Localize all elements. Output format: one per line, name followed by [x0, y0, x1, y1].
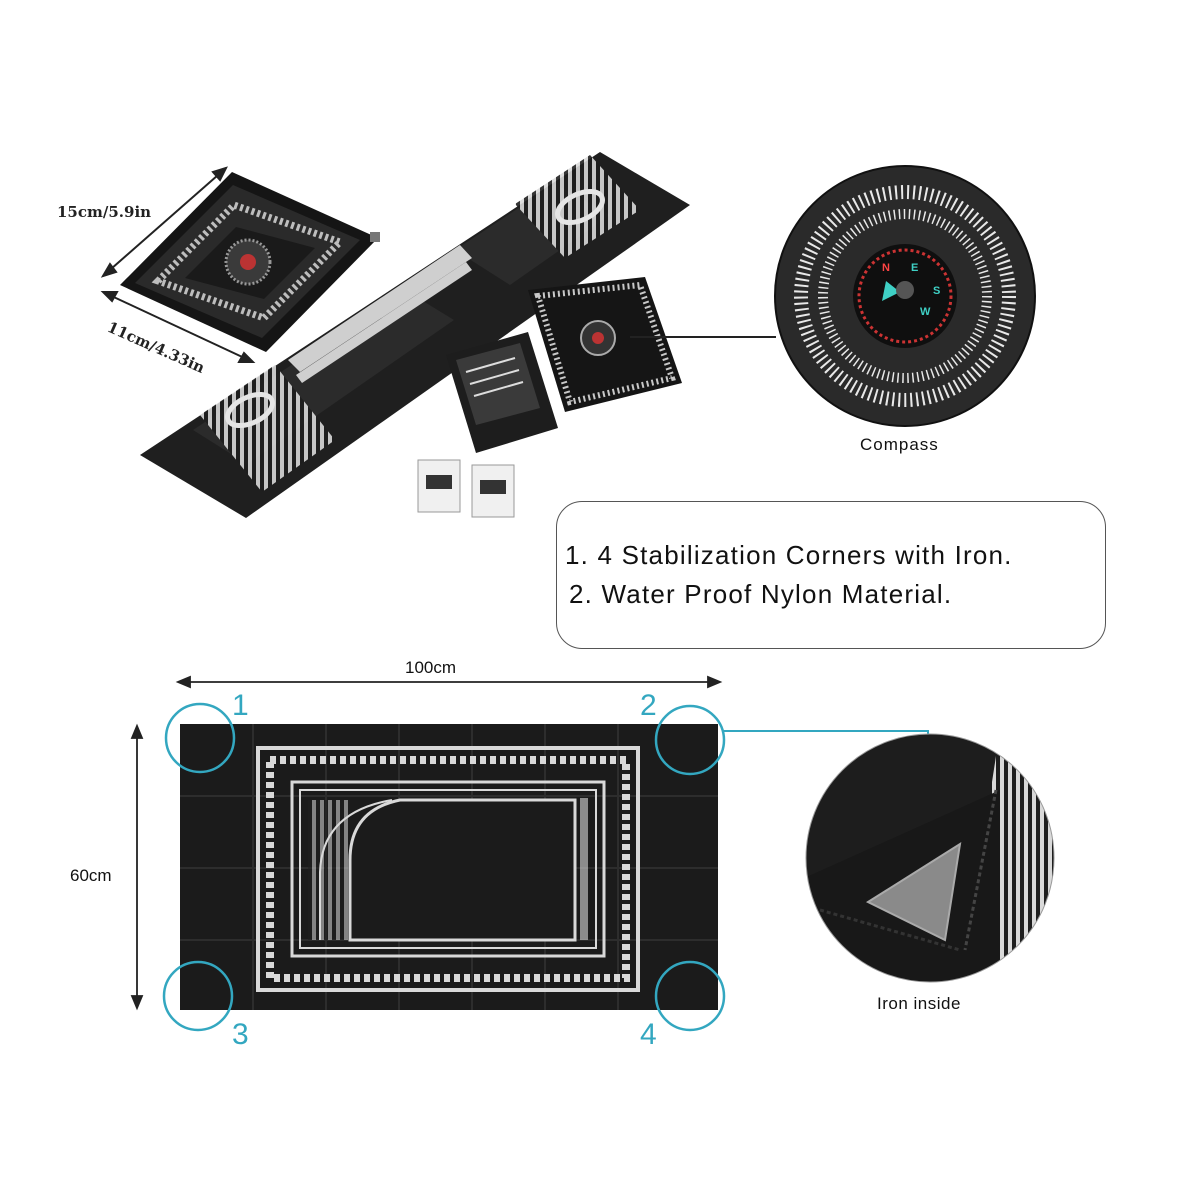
feature-item-1: 1. 4 Stabilization Corners with Iron.: [565, 540, 1013, 570]
pouch-dimension-arrows: [100, 166, 256, 363]
compass-east-letter: E: [911, 262, 919, 274]
folded-pouch: [120, 172, 380, 352]
mat-width-arrow: [175, 675, 723, 689]
mat-width-label: 100cm: [405, 658, 457, 677]
feature-item-2: 2. Water Proof Nylon Material.: [569, 579, 953, 609]
mat-height-label: 60cm: [70, 866, 112, 885]
compass-south-letter: S: [933, 285, 941, 297]
corner-label-2: 2: [640, 689, 657, 722]
iron-zoom-border: [805, 733, 1055, 983]
iron-zoom: [806, 734, 1054, 982]
mat-height-arrow: [130, 723, 144, 1011]
mini-cards: [417, 459, 515, 518]
corner-label-1: 1: [232, 689, 249, 722]
features-box: 1. 4 Stabilization Corners with Iron. 2.…: [556, 501, 1106, 649]
corner-label-4: 4: [640, 1018, 657, 1051]
corner-label-3: 3: [232, 1018, 249, 1051]
corner-circles: [162, 702, 726, 1032]
iron-caption: Iron inside: [877, 994, 961, 1013]
compass-caption: Compass: [860, 435, 939, 454]
compass-zoom: [774, 165, 1036, 427]
small-pouch: [528, 277, 682, 412]
prayer-mat: [180, 724, 718, 1010]
instruction-card: [446, 332, 558, 453]
unfolded-mat: [140, 152, 690, 518]
compass-west-letter: W: [920, 306, 931, 318]
pouch-height-label: 15cm/5.9in: [57, 203, 152, 221]
compass-north-letter: N: [882, 262, 890, 274]
